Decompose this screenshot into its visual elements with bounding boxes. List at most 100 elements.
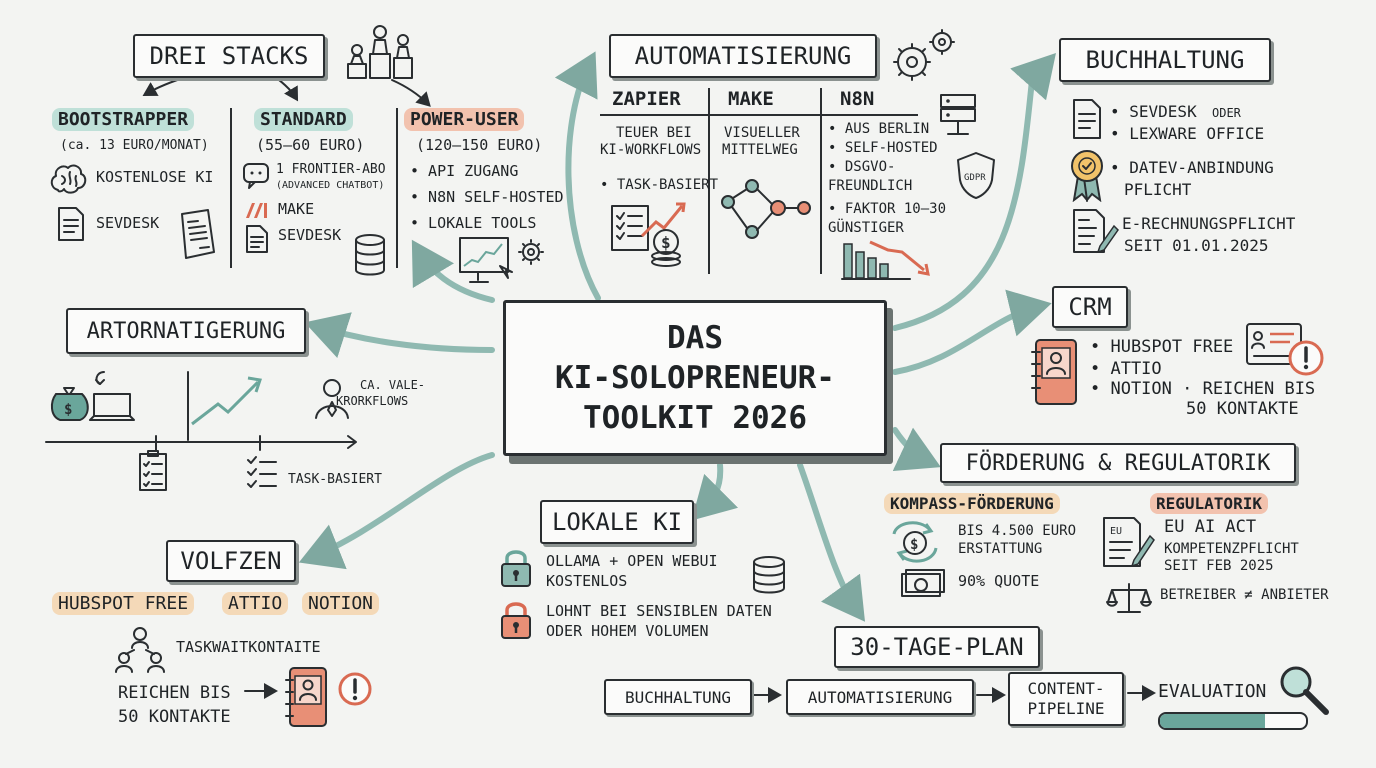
plan-step-content: CONTENT- PIPELINE	[1008, 672, 1124, 726]
contact-book-icon	[1031, 339, 1077, 405]
gdpr-label: GDPR	[964, 173, 986, 183]
art-ca-line2: KRORKFLOWS	[336, 394, 409, 408]
standard-price: (55–60 EURO)	[256, 136, 365, 154]
buch-seit: SEIT 01.01.2025	[1124, 236, 1269, 255]
lokale-ki-title: LOKALE KI	[540, 500, 694, 544]
workflow-graph-icon	[721, 179, 811, 239]
team-network-icon	[115, 627, 165, 673]
arrow-to-crm	[892, 289, 1052, 375]
power-user-price: (120–150 EURO)	[416, 136, 543, 154]
automat-head-n8n: N8N	[840, 88, 875, 110]
volfzen-title: VOLFZEN	[166, 540, 296, 582]
reg-line1: EU AI ACT	[1164, 517, 1257, 537]
evaluation-progress-bar	[1158, 712, 1308, 730]
automat-head-make: MAKE	[728, 88, 774, 110]
e-invoice-icon	[1073, 209, 1119, 254]
volfzen-reichen-b: 50 KONTAKTE	[118, 707, 231, 727]
kompass-quote: 90% QUOTE	[958, 572, 1040, 590]
power-user-label: POWER-USER	[404, 108, 525, 131]
automatisierung-title: AUTOMATISIERUNG	[609, 34, 877, 78]
invoice-icon	[181, 209, 215, 259]
volfzen-tag-attio: ATTIO	[222, 592, 289, 615]
standard-item-chatbot: (ADVANCED CHATBOT)	[276, 180, 385, 191]
bootstrapper-label: BOOTSTRAPPER	[52, 108, 195, 131]
lock-open-green-icon	[501, 550, 531, 587]
receipt-icon	[1073, 99, 1101, 139]
crm-hubspot: • HUBSPOT FREE	[1090, 337, 1234, 357]
award-badge-icon	[1071, 150, 1103, 202]
crm-kontakte: 50 KONTAKTE	[1186, 399, 1299, 419]
power-item-n8n: • N8N SELF-HOSTED	[410, 188, 564, 206]
podium-people-icon	[347, 25, 413, 79]
volfzen-tag-notion: NOTION	[302, 592, 380, 615]
volfzen-task: TASKWAITKONTAITE	[176, 638, 321, 656]
power-item-local: • LOKALE TOOLS	[410, 214, 537, 232]
lokale-line1b: KOSTENLOS	[546, 572, 628, 590]
scales-icon	[1106, 583, 1152, 613]
n8n-line1: • AUS BERLIN	[828, 121, 930, 137]
plan-step-evaluation: EVALUATION	[1158, 681, 1267, 702]
gdpr-shield-icon: GDPR	[957, 152, 995, 199]
bootstrapper-item-ki: KOSTENLOSE KI	[96, 168, 214, 186]
bootstrapper-price: (ca. 13 EURO/MONAT)	[60, 138, 209, 153]
reg-line2: KOMPETENZPFLICHT	[1164, 541, 1299, 557]
checklist-money-icon: $	[611, 202, 686, 267]
n8n-line5: • FAKTOR 10–30	[828, 201, 947, 217]
brain-icon	[50, 164, 87, 194]
kompass-label: KOMPASS-FÖRDERUNG	[884, 493, 1060, 514]
svg-text:$: $	[64, 402, 72, 418]
standard-label: STANDARD	[254, 108, 353, 131]
plan-step-buchhaltung: BUCHHALTUNG	[604, 679, 752, 715]
crm-attio: • ATTIO	[1090, 359, 1162, 379]
buch-datev: • DATEV-ANBINDUNG	[1110, 158, 1274, 177]
arrow-to-automatisierung	[554, 51, 601, 301]
svg-text:$: $	[661, 233, 671, 252]
zapier-line2: KI-WORKFLOWS	[600, 142, 702, 158]
arrow-to-foerderung	[892, 427, 941, 472]
database-icon-2	[753, 556, 785, 594]
foerderung-title: FÖRDERUNG & REGULATORIK	[940, 443, 1296, 483]
n8n-line3: • DSGVO-	[828, 159, 896, 175]
n8n-line4: FREUNDLICH	[828, 178, 913, 194]
make-line2: MITTELWEG	[722, 142, 798, 158]
standard-item-make: MAKE	[278, 200, 315, 218]
arrow-to-stacks	[411, 239, 495, 303]
buch-oder: ODER	[1212, 106, 1241, 120]
plan-title: 30-TAGE-PLAN	[834, 626, 1040, 668]
document-icon-2	[246, 225, 268, 253]
falling-bar-chart-icon	[841, 240, 930, 280]
automat-divider-1	[708, 88, 710, 274]
crm-notion: • NOTION · REICHEN BIS	[1090, 379, 1316, 399]
lokale-line2a: LOHNT BEI SENSIBLEN DATEN	[546, 602, 772, 620]
drei-stacks-title: DREI STACKS	[133, 34, 325, 78]
zapier-line1: TEUER BEI	[616, 125, 692, 141]
kompass-line2: ERSTATTUNG	[958, 541, 1043, 557]
art-task: TASK-BASIERT	[288, 472, 382, 487]
center-title-box: DAS KI-SOLOPRENEUR- TOOLKIT 2026	[503, 300, 887, 456]
automat-head-zapier: ZAPIER	[612, 88, 681, 110]
arrow-to-volfzen	[298, 452, 495, 570]
kompass-line1: BIS 4.500 EURO	[958, 523, 1077, 539]
n8n-line2: • SELF-HOSTED	[828, 140, 938, 156]
standard-item-frontier: 1 FRONTIER-ABO	[276, 162, 386, 177]
art-ca-line1: CA. VALE-	[360, 378, 426, 392]
stacks-divider-2	[396, 108, 398, 268]
center-title-line2: KI-SOLOPRENEUR-	[555, 360, 835, 396]
lokale-line2b: ODER HOHEM VOLUMEN	[546, 622, 709, 640]
center-title-line1: DAS	[667, 320, 723, 356]
regulatorik-label: REGULATORIK	[1150, 493, 1268, 514]
document-icon	[58, 207, 84, 241]
center-title-line3: TOOLKIT 2026	[583, 400, 807, 436]
eu-document-icon: EU	[1103, 517, 1155, 568]
arrow-to-buchhaltung	[892, 53, 1056, 331]
money-cycle-icon: $	[892, 521, 938, 563]
zapier-line4: • TASK-BASIERT	[600, 177, 719, 193]
gears-icon	[893, 29, 955, 81]
alert-icon-2	[338, 672, 372, 706]
buch-lexware: • LEXWARE OFFICE	[1110, 124, 1265, 143]
standard-item-sevdesk: SEVDESK	[278, 226, 342, 244]
crm-title: CRM	[1052, 286, 1128, 328]
arrow-to-plan	[797, 462, 865, 622]
magnifier-icon	[1280, 666, 1329, 715]
